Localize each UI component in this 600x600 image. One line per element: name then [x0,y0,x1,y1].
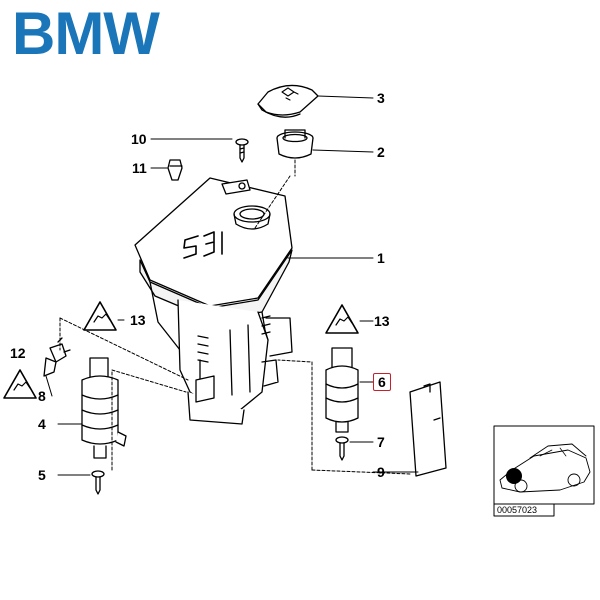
washer-pump-right [325,347,359,433]
callout-10: 10 [131,131,147,147]
clip-11 [167,159,183,181]
callout-13-right: 13 [374,313,390,329]
callout-1: 1 [377,250,385,266]
callout-2: 2 [377,144,385,160]
reference-number: 00057023 [497,505,538,515]
callout-8: 8 [38,388,46,404]
callout-7: 7 [377,434,385,450]
screw-7 [335,436,349,461]
tank-marking-graphic [183,231,223,259]
hose-connector-12 [43,337,71,377]
callout-3: 3 [377,90,385,106]
filler-cap [257,84,319,118]
callout-4: 4 [38,416,46,432]
callout-13-left: 13 [130,312,146,328]
filler-adapter [276,129,314,159]
callout-5: 5 [38,467,46,483]
warning-triangle-right [325,304,359,334]
callout-6-highlighted: 6 [373,373,391,391]
inset-car-thumbnail [493,425,595,505]
warning-triangle-bottom [3,369,37,399]
screw-5 [91,470,105,495]
screw-10 [235,138,249,163]
leader-lines [45,95,419,476]
cover-plate-9 [409,381,447,477]
warning-triangle-left [83,301,117,331]
brand-logo: BMW [12,0,160,67]
callout-11: 11 [132,160,147,176]
washer-reservoir [134,177,293,425]
washer-pump-left [81,357,127,459]
callout-9: 9 [377,464,385,480]
callout-12: 12 [10,345,26,361]
